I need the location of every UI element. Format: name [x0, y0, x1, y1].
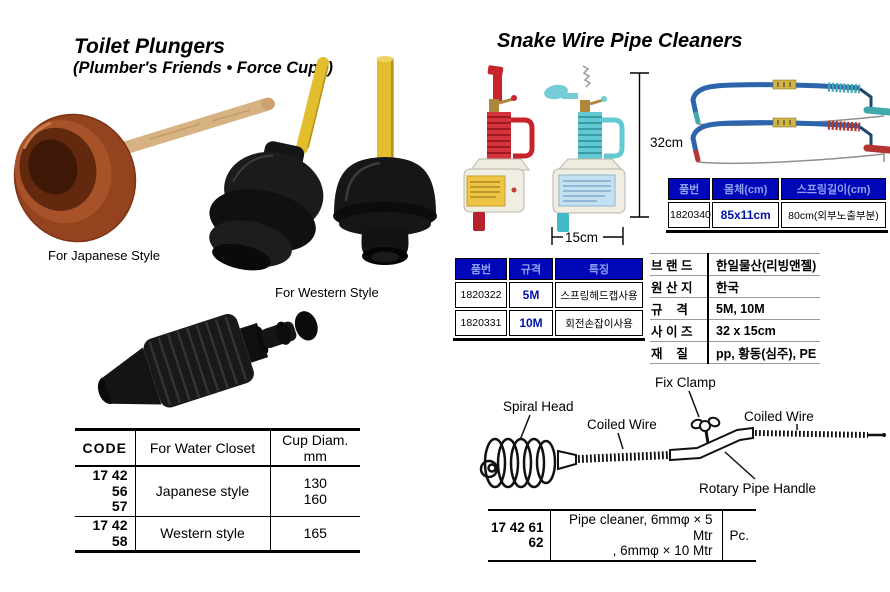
wire-spec-table: 품번 몸체(cm) 스프링길이(cm) 1820340 85x11cm 80cm…: [666, 176, 888, 233]
height-dimension-label: 32cm: [650, 135, 683, 150]
width-dimension-label: 15cm: [565, 230, 598, 245]
table-header-row: 품번 규격 특징: [455, 258, 643, 280]
material-value: pp, 황동(심주), PE: [708, 341, 820, 364]
table-row: 1820322 5M 스프링헤드캡사용: [455, 282, 643, 308]
part-no-cell: 1820322: [455, 282, 507, 308]
table-row: 규 격 5M, 10M: [650, 297, 820, 320]
feature-cell: 회전손잡이사용: [555, 310, 643, 336]
col-header-feature: 특징: [555, 258, 643, 280]
pipe-cleaner-diagram: Spiral Head Coiled Wire Fix Clamp Coiled…: [479, 375, 886, 496]
pipe-cleaner-pumps-image: 32cm 15cm: [463, 65, 683, 245]
left-section-subtitle: (Plumber's Friends • Force Cups): [73, 59, 333, 77]
table-row: 원 산 지 한국: [650, 275, 820, 298]
origin-label: 원 산 지: [650, 275, 709, 298]
order-table: 17 42 61 62 Pipe cleaner, 6mmφ × 5 Mtr ,…: [488, 509, 756, 562]
size-label: 사 이 즈: [650, 319, 709, 342]
western-style-label: For Western Style: [275, 285, 379, 300]
style-cell: Japanese style: [134, 466, 270, 517]
diam-cell: 165: [269, 516, 360, 552]
right-section-title: Snake Wire Pipe Cleaners: [497, 30, 743, 52]
spec-value: 5M, 10M: [708, 297, 820, 320]
left-section-title: Toilet Plungers: [74, 35, 225, 58]
material-label: 재 질: [650, 341, 709, 364]
fix-clamp-label: Fix Clamp: [655, 375, 716, 390]
size-value: 32 x 15cm: [708, 319, 820, 342]
japanese-plunger-image: [13, 97, 275, 243]
table-row: 17 42 61 62 Pipe cleaner, 6mmφ × 5 Mtr ,…: [488, 510, 756, 561]
bellows-pump-image: [97, 311, 318, 408]
code-cell: 17 42 61 62: [490, 519, 544, 551]
spiral-head-drawing: [479, 437, 557, 489]
origin-value: 한국: [708, 275, 820, 298]
leader-lines: [519, 390, 798, 480]
code-cell: 17 42 58: [75, 516, 135, 552]
table-header-row: CODE For Water Closet Cup Diam. mm: [75, 429, 360, 467]
part-no-cell: 1820331: [455, 310, 507, 336]
japanese-style-label: For Japanese Style: [48, 248, 161, 263]
plunger-photos-image: [13, 56, 437, 408]
spring-length-cell: 80cm(외부노출부분): [781, 202, 886, 228]
col-header-size: 규격: [509, 258, 553, 280]
western-plunger-upright-image: [333, 56, 437, 265]
table-row: 사 이 즈 32 x 15cm: [650, 319, 820, 342]
height-dimension-line: 32cm: [630, 72, 683, 218]
spiral-head-label: Spiral Head: [503, 399, 574, 414]
table-row: 브 랜 드 한일물산(리빙앤젤): [650, 253, 820, 276]
table-row: 17 42 58 Western style 165: [75, 516, 360, 552]
table-header-row: 품번 몸체(cm) 스프링길이(cm): [668, 178, 886, 200]
table-row: 재 질 pp, 황동(심주), PE: [650, 341, 820, 364]
body-size-cell: 85x11cm: [712, 202, 779, 228]
cyan-pump-image: [544, 65, 626, 232]
col-header-part-no: 품번: [668, 178, 711, 200]
red-wire-tool-image: [690, 117, 890, 165]
col-header-cup-diam: Cup Diam. mm: [269, 429, 360, 467]
coiled-wire-right-drawing: [754, 430, 886, 438]
coiled-wire-left-drawing: [577, 451, 671, 463]
code-cell: 17 42 56 57: [92, 467, 128, 515]
brand-label: 브 랜 드: [650, 253, 709, 276]
coiled-wire-left-label: Coiled Wire: [587, 417, 657, 432]
rotary-pipe-handle-label: Rotary Pipe Handle: [699, 481, 816, 496]
description-cell: Pipe cleaner, 6mmφ × 5 Mtr , 6mmφ × 10 M…: [549, 510, 722, 561]
brand-info-table: 브 랜 드 한일물산(리빙앤젤) 원 산 지 한국 규 격 5M, 10M 사 …: [650, 253, 820, 364]
col-header-water-closet: For Water Closet: [134, 429, 270, 467]
rotary-pipe-handle-drawing: [669, 426, 754, 462]
style-cell: Western style: [134, 516, 270, 552]
feature-cell: 스프링헤드캡사용: [555, 282, 643, 308]
plunger-spec-table: CODE For Water Closet Cup Diam. mm 17 42…: [75, 428, 360, 554]
width-dimension-line: 15cm: [551, 227, 624, 245]
fix-clamp-drawing: [690, 416, 721, 444]
unit-cell: Pc.: [721, 510, 756, 561]
red-pump-image: [463, 65, 535, 231]
pump-spec-table: 품번 규격 특징 1820322 5M 스프링헤드캡사용 1820331 10M…: [453, 256, 645, 341]
col-header-body: 몸체(cm): [712, 178, 779, 200]
table-row: 17 42 56 57 Japanese style 130 160: [75, 466, 360, 517]
brand-value: 한일물산(리빙앤젤): [708, 253, 820, 276]
col-header-part-no: 품번: [455, 258, 507, 280]
table-row: 1820331 10M 회전손잡이사용: [455, 310, 643, 336]
taper-connector-drawing: [557, 449, 577, 471]
col-header-spring-length: 스프링길이(cm): [781, 178, 886, 200]
coiled-wire-right-label: Coiled Wire: [744, 409, 814, 424]
spec-label: 규 격: [650, 297, 709, 320]
table-row: 1820340 85x11cm 80cm(외부노출부분): [668, 202, 886, 228]
size-cell: 10M: [509, 310, 553, 336]
part-no-cell: 1820340: [668, 202, 711, 228]
diam-cell: 130 160: [269, 466, 360, 517]
wire-frame-tools-image: [690, 79, 890, 165]
size-cell: 5M: [509, 282, 553, 308]
western-plunger-tilted-image: [209, 57, 329, 271]
col-header-code: CODE: [75, 429, 135, 467]
